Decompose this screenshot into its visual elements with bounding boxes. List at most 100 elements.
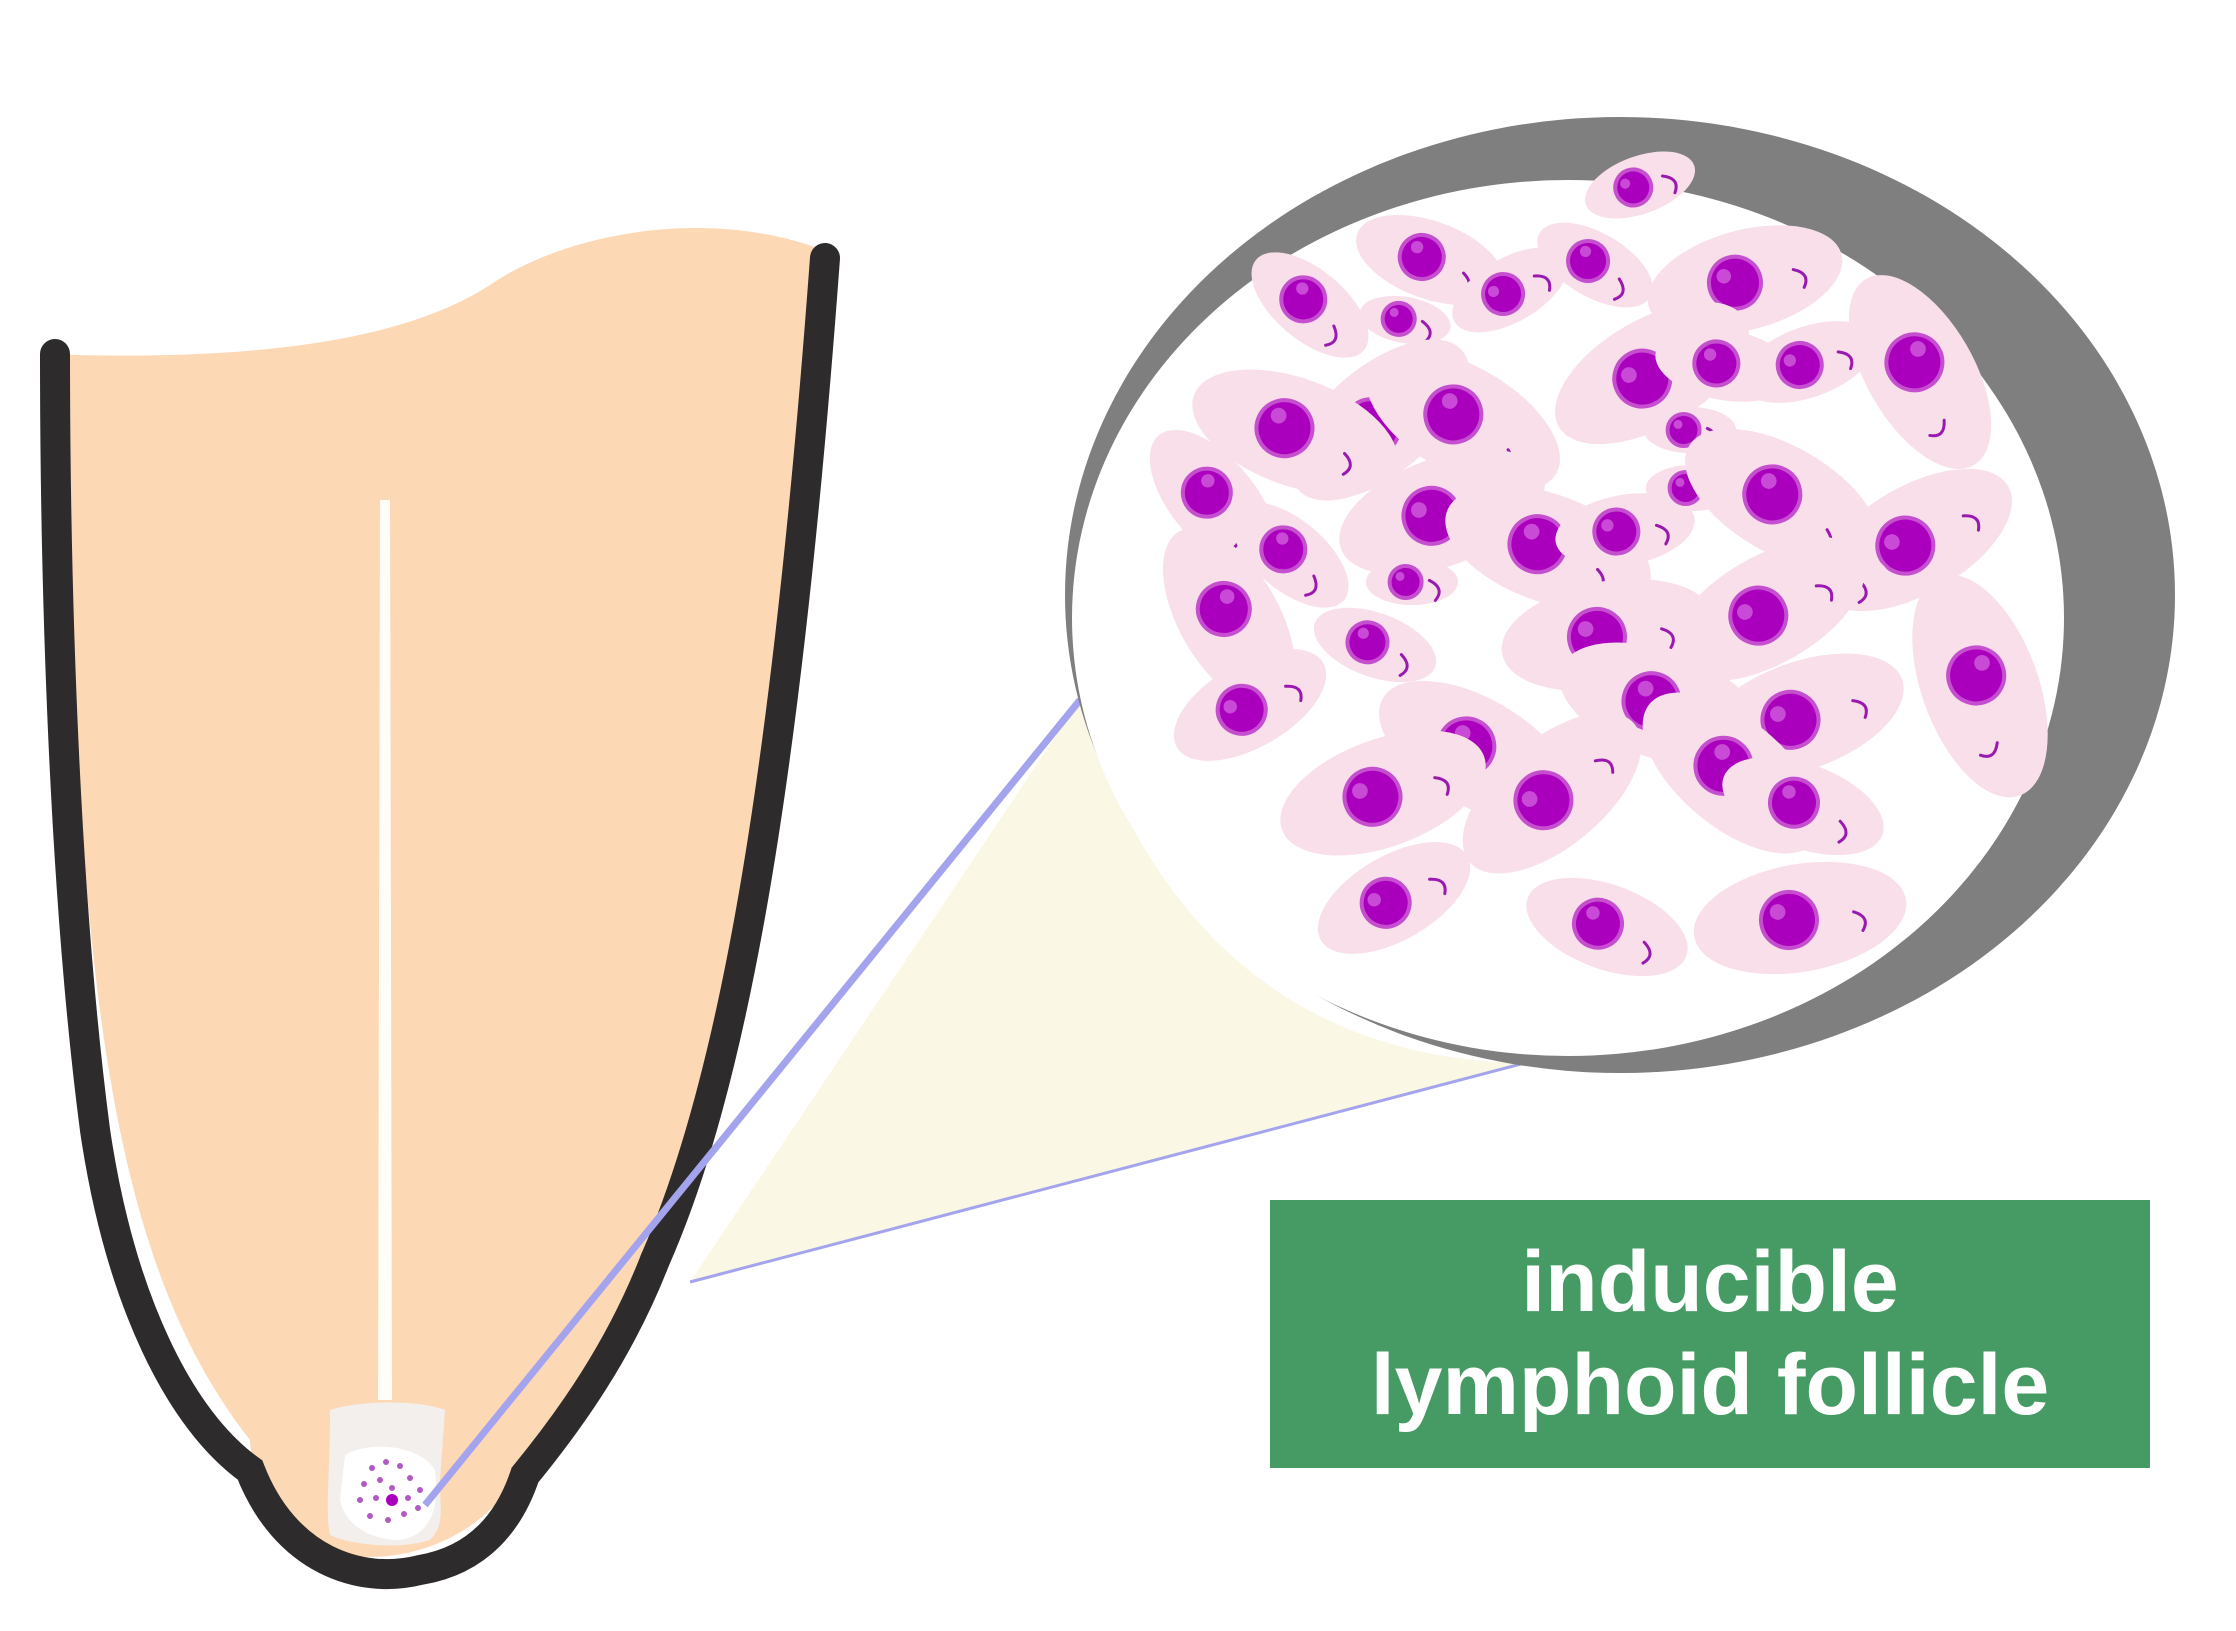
cell-nucleus [1279,275,1328,324]
tissue-cell [1693,861,1907,975]
cell-organelle [1837,819,1848,844]
cell-nucleus [1359,876,1412,929]
tissue-cell [1192,369,1398,495]
cell-nucleus [1571,897,1624,950]
apical-cell-dots [357,1459,423,1523]
callout-cone [690,700,1525,1282]
nucleus-highlight [1296,282,1309,295]
cell-organelle [1814,584,1834,602]
nucleus-highlight [1620,178,1631,189]
tissue-cell [1356,214,1504,306]
label-line-2: lymphoid follicle [1370,1337,2050,1433]
nucleus-highlight [1577,621,1594,637]
tissue-cell [1452,247,1568,333]
nucleus-highlight [1441,393,1458,409]
cell-nucleus [1423,384,1484,445]
cell-organelle [1398,653,1409,677]
nucleus-highlight [1703,348,1717,361]
cell-organelle [1593,758,1615,774]
tooth-outline-left [40,339,670,1590]
nucleus-highlight [1579,245,1592,258]
cell-nucleus [1613,167,1654,208]
cell-nucleus [1195,580,1252,637]
tissue-cell [1555,493,1695,567]
label-line-1: inducible [1521,1233,1899,1330]
nucleus-highlight [1395,571,1405,581]
cell-nucleus [1387,564,1424,600]
nucleus-highlight [1389,307,1399,317]
pulp-canal [378,500,392,1400]
cell-body [1555,493,1695,567]
tissue-cell [1462,712,1642,874]
cell-organelle [1341,451,1352,476]
nucleus-highlight [1523,523,1540,540]
cell-organelle [1791,268,1808,289]
tooth-root-icon [40,228,840,1590]
cell-cluster [1149,151,2048,977]
tissue-cell [1317,842,1471,954]
nucleus-highlight [1201,474,1215,488]
nucleus-highlight [1675,477,1685,487]
tissue-cell [1359,295,1451,345]
cell-organelle [1304,574,1318,597]
tissue-cell [1848,275,1992,469]
cell-organelle [1654,523,1670,546]
cell-organelle [1641,940,1652,965]
tissue-cell [1173,649,1327,761]
nucleus-highlight [1357,627,1369,639]
cell-nucleus [1875,515,1936,576]
cell-organelle [1612,277,1625,301]
tooth-body [60,228,835,1557]
follicle-label-box: inducible lymphoid follicle [1270,1200,2150,1468]
cell-nucleus [1775,341,1824,390]
cell-organelle [1978,741,1999,758]
cell-nucleus [1946,645,2007,706]
cell-nucleus [1884,332,1945,393]
nucleus-highlight [1974,655,1990,671]
cell-nucleus [1397,232,1446,281]
cell-organelle [1961,514,1981,532]
nucleus-highlight [1770,706,1786,722]
callout-line-lower [689,1061,1526,1284]
nucleus-highlight [1410,240,1424,254]
nucleus-highlight [1714,744,1731,760]
cell-body [1231,502,1349,608]
cell-organelle [1433,776,1450,796]
nucleus-highlight [1783,354,1797,367]
cell-nucleus [1566,239,1611,283]
cell-nucleus [1215,683,1268,736]
tissue-cell [1912,574,2048,798]
cell-organelle [1284,684,1303,703]
tissue-cell [1280,730,1486,856]
nucleus-highlight [1637,680,1654,697]
nucleus-highlight [1352,783,1368,799]
cell-organelle [1928,418,1946,438]
cell-organelle [1532,274,1552,292]
nucleus-highlight [1276,532,1289,545]
nucleus-highlight [1782,785,1796,799]
cell-nucleus [1742,464,1803,525]
nucleus-highlight [1716,268,1732,284]
nucleus-highlight [1621,367,1637,383]
nucleus-highlight [1223,700,1237,714]
nucleus-highlight [1910,341,1926,357]
nucleus-highlight [1411,502,1427,518]
tooth-outline-right [640,243,840,1275]
tissue-cell [1722,756,1884,856]
cell-nucleus [1760,689,1821,750]
tissue-cell [1365,558,1459,606]
nucleus-highlight [1601,519,1614,532]
cell-organelle [1660,174,1678,195]
magnification-callout [422,697,1526,1508]
nucleus-highlight [1219,589,1235,604]
tissue-cell [1740,321,1876,403]
cell-nucleus [1345,620,1390,665]
nucleus-highlight [1521,791,1538,807]
nucleus-highlight [1884,534,1900,550]
tissue-cell [1526,877,1688,977]
nucleus-highlight [1270,407,1287,424]
cell-organelle [1324,324,1338,347]
cell-nucleus [1254,398,1315,459]
apical-follicle-spot [386,1494,398,1506]
nucleus-highlight [1586,906,1600,920]
